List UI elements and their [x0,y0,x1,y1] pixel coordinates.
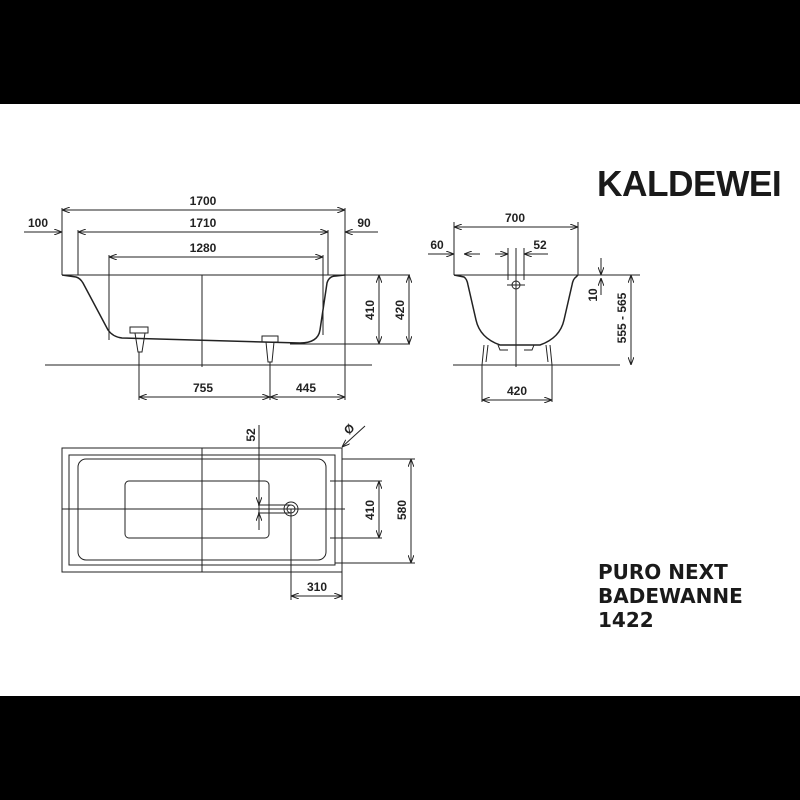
dim-floor-width: 410 [363,500,377,520]
dim-rim-thickness: 10 [586,288,600,302]
foot-right [261,335,279,400]
dim-feet-spacing: 755 [193,381,213,395]
dim-rim: 60 [430,238,444,252]
dim-plan-drain-offset: 52 [244,428,258,442]
plan-view [61,425,415,600]
dim-drain-offset: 52 [533,238,547,252]
product-model-number: 1422 [598,608,654,632]
dim-width: 700 [505,211,525,225]
product-name-line2: BADEWANNE [598,584,743,608]
foot-left [129,326,149,400]
dim-foot-to-end: 445 [296,381,316,395]
dim-bottom-length: 1280 [190,241,217,255]
technical-drawing-sheet: KALDEWEI PURO NEXT BADEWANNE 1422 [0,104,800,696]
side-view-labels: 1700 100 1710 90 1280 410 420 755 445 [28,194,407,395]
brand-logo: KALDEWEI [597,163,782,204]
dim-height-range: 555 - 565 [615,292,629,343]
end-view-labels: 700 60 52 10 555 - 565 420 [430,211,629,398]
product-name-line1: PURO NEXT [598,560,728,584]
top-letterbox-band [0,0,800,104]
side-view [24,208,410,400]
dim-drain-to-end: 310 [307,580,327,594]
dim-overall-length: 1700 [190,194,217,208]
dim-inner-length: 1710 [190,216,217,230]
dim-outer-depth: 420 [393,300,407,320]
dim-inner-depth: 410 [363,300,377,320]
dim-right-rim: 90 [357,216,371,230]
bottom-letterbox-band [0,696,800,800]
dim-inner-width: 580 [395,500,409,520]
dim-feet-width: 420 [507,384,527,398]
end-view [428,222,640,402]
dim-left-rim: 100 [28,216,48,230]
